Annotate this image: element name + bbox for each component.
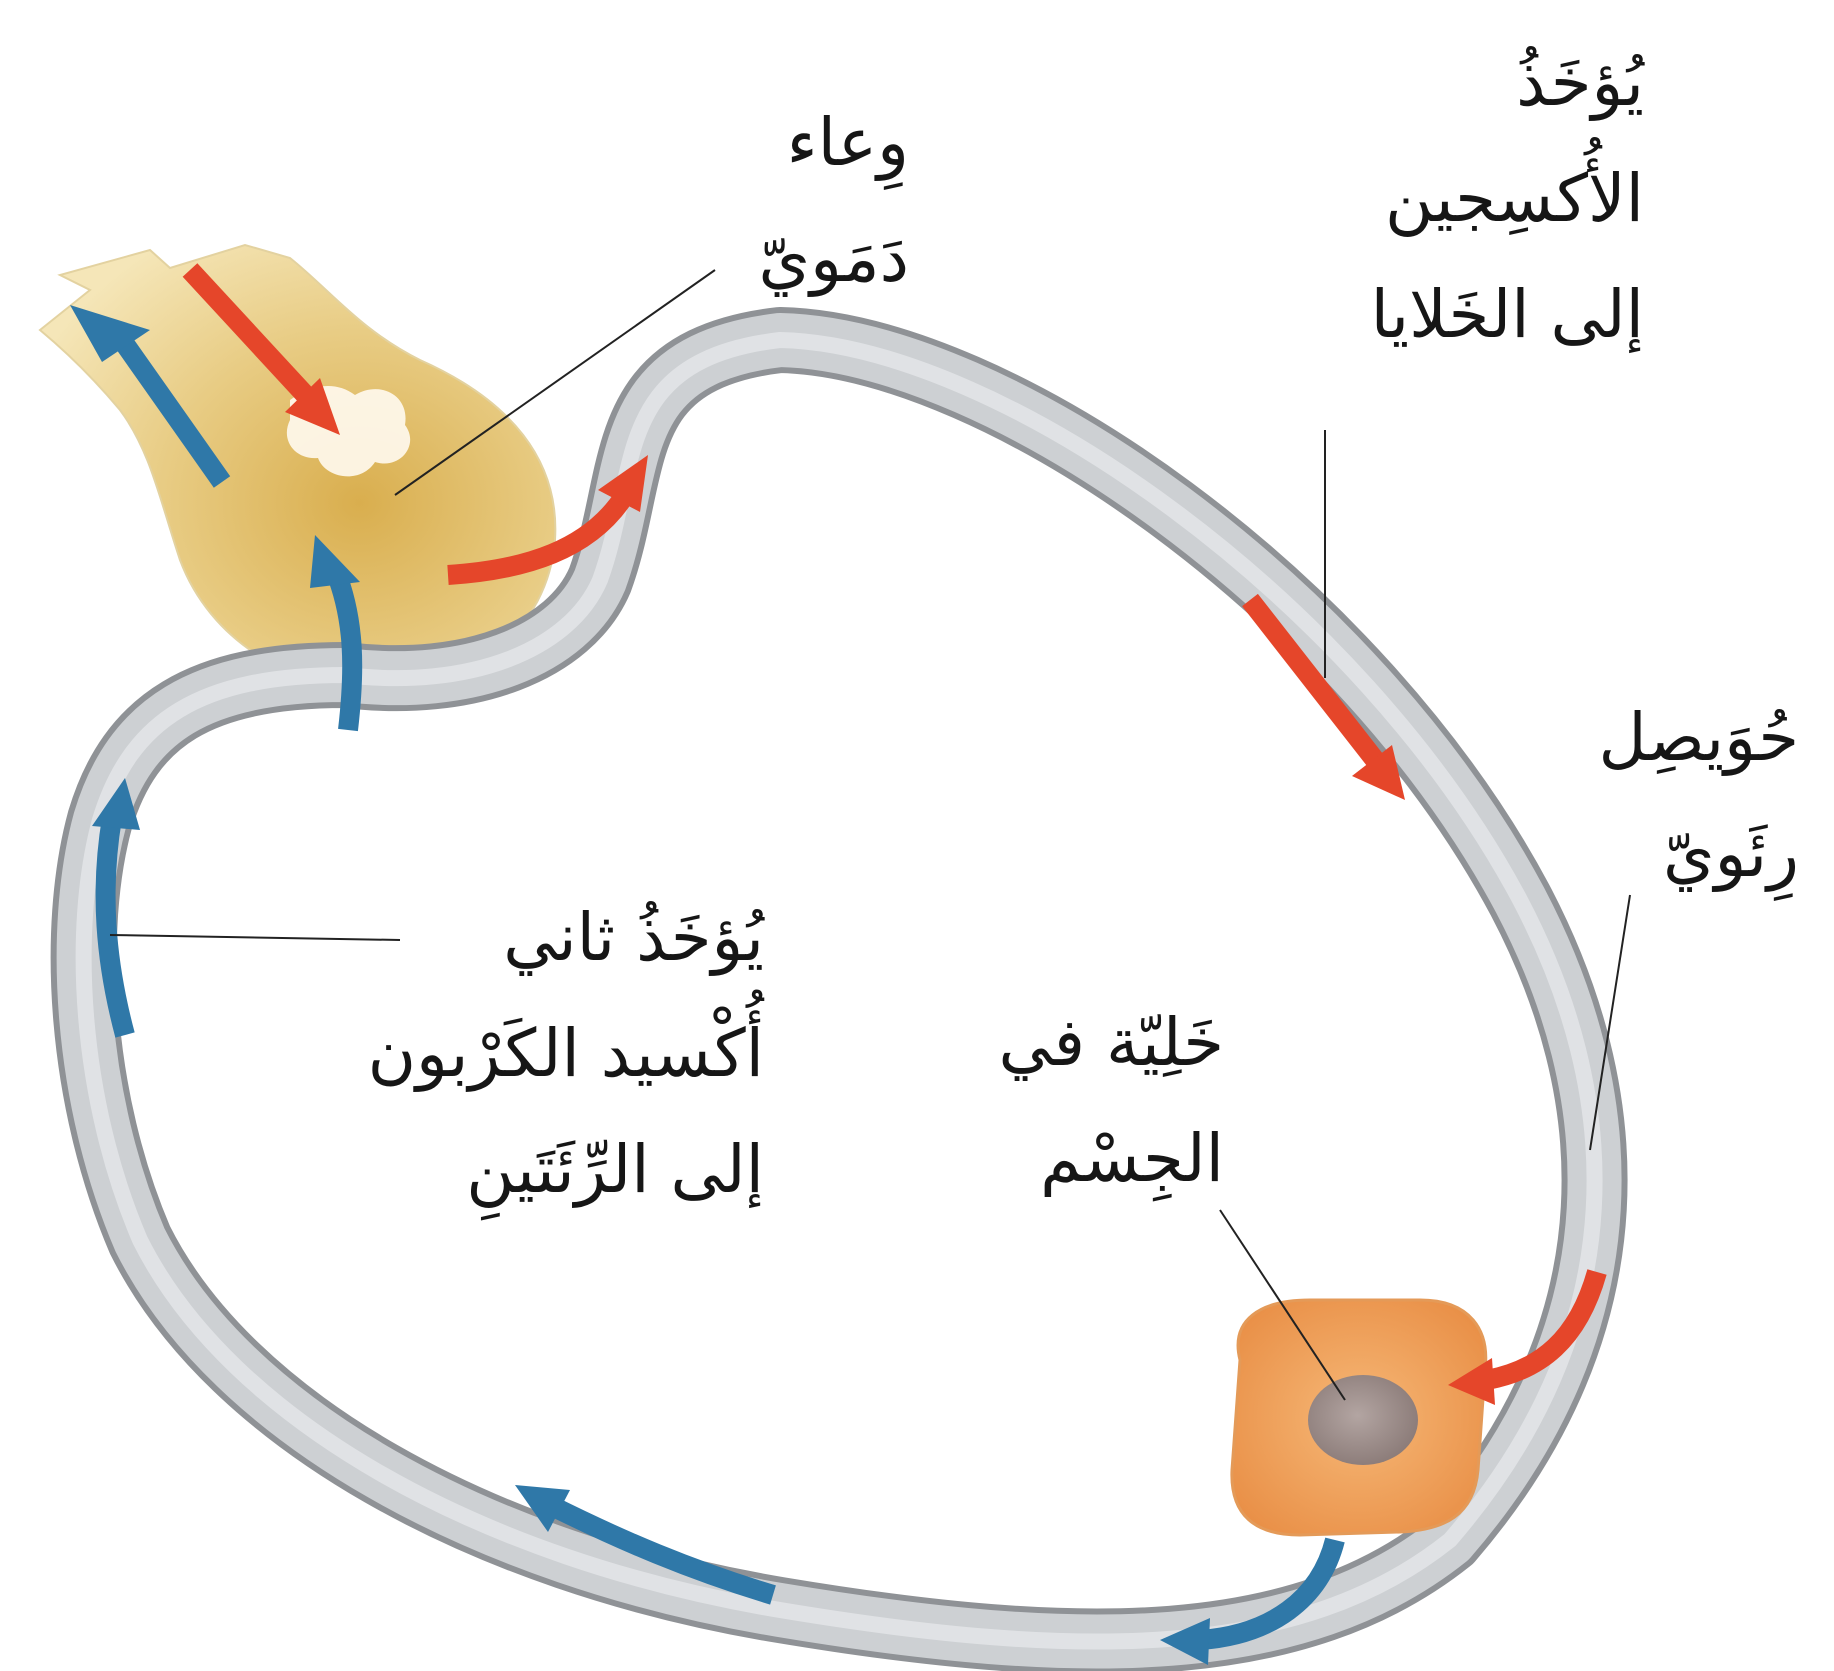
label-blood-vessel: وِعاء دَمَويّ	[759, 85, 910, 317]
cell-nucleus	[1308, 1375, 1418, 1465]
label-oxygen-line-2: الأُكسِجين	[1371, 141, 1644, 257]
label-co2-line-3: إلى الرِّئَتَينِ	[368, 1112, 764, 1228]
label-co2-to-lungs: يُؤخَذُ ثاني أُكْسيد الكَرْبون إلى الرِّ…	[368, 880, 764, 1228]
label-blood-vessel-line-1: وِعاء	[759, 85, 910, 201]
label-alveolus-line-2: رِئَويّ	[1599, 796, 1799, 912]
body-cell	[1232, 1300, 1486, 1535]
leader-line-co2	[110, 935, 400, 940]
label-oxygen-line-3: إلى الخَلايا	[1371, 257, 1644, 373]
label-alveolus-line-1: حُوَيصِل	[1599, 680, 1799, 796]
label-blood-vessel-line-2: دَمَويّ	[759, 201, 910, 317]
label-body-cell-line-2: الجِسْم	[999, 1101, 1225, 1217]
label-co2-line-1: يُؤخَذُ ثاني	[368, 880, 764, 996]
label-oxygen-line-1: يُؤخَذُ	[1371, 25, 1644, 141]
label-body-cell-line-1: خَلِيّة في	[999, 985, 1225, 1101]
label-oxygen-to-cells: يُؤخَذُ الأُكسِجين إلى الخَلايا	[1371, 25, 1644, 373]
label-alveolus: حُوَيصِل رِئَويّ	[1599, 680, 1799, 912]
alveolus-sac	[40, 245, 555, 690]
label-body-cell: خَلِيّة في الجِسْم	[999, 985, 1225, 1217]
label-co2-line-2: أُكْسيد الكَرْبون	[368, 996, 764, 1112]
